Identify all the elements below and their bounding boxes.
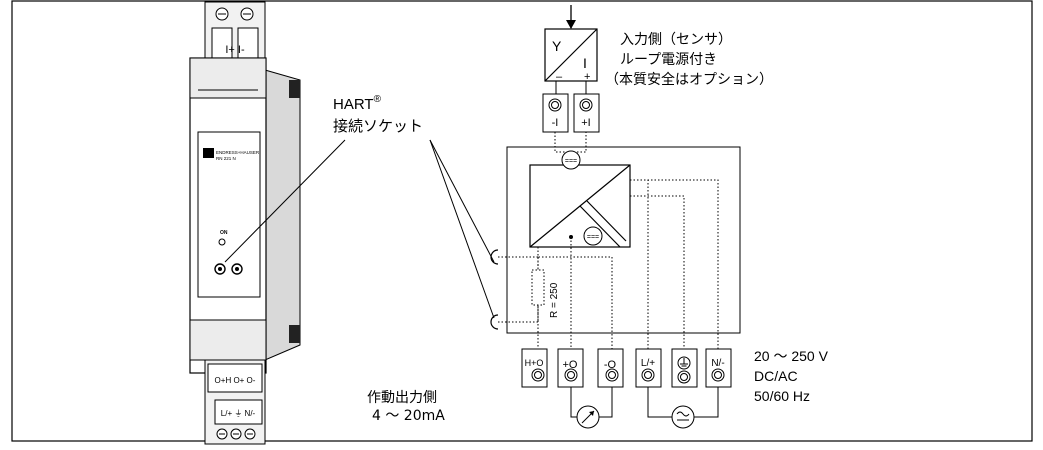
power-terminal-n: N/-	[705, 348, 732, 388]
junction-dot	[569, 235, 573, 239]
svg-text:N/-: N/-	[711, 358, 724, 369]
terminal-slot-row	[214, 399, 263, 425]
top-terminal-labels: I+ I-	[225, 44, 245, 56]
bottom-terminal-labels-2: L/+ ⏚ N/-	[221, 409, 256, 418]
power-loop	[647, 387, 719, 418]
power-terminal-ground	[671, 348, 698, 388]
ac-source-icon	[671, 405, 695, 429]
endress-hauser-logo	[203, 148, 214, 158]
terminal-slot-row	[207, 363, 263, 393]
bottom-screws	[216, 428, 256, 440]
hart-socket-icon	[490, 314, 499, 330]
input-label-3: （本質安全はオプション）	[605, 71, 773, 88]
dc-isolation-icon	[561, 150, 581, 170]
svg-text:+: +	[584, 71, 590, 83]
svg-text:+I: +I	[581, 117, 590, 129]
on-led	[218, 238, 226, 246]
internal-wiring	[498, 132, 719, 349]
housing-side	[264, 69, 301, 361]
housing-top-cap	[189, 57, 267, 99]
side-latch	[289, 325, 300, 343]
svg-text:-O: -O	[604, 359, 617, 371]
leader-line	[429, 139, 495, 319]
output-terminal-minus: -O	[597, 348, 624, 388]
power-terminal-l: L/+	[635, 348, 662, 388]
on-label: ON	[220, 230, 228, 236]
din-rail-device: I+ I- ENDRESS+HAUSER RN 221 N ON O+H O+ …	[189, 1, 301, 445]
dc-symbol: ===	[565, 158, 577, 165]
svg-text:L/+: L/+	[641, 358, 655, 369]
output-terminal-plus: +O	[557, 348, 584, 388]
svg-text:–: –	[556, 71, 563, 83]
power-label-3: 50/60 Hz	[754, 388, 810, 404]
output-terminal-h: H+O	[521, 348, 548, 388]
svg-text:Y: Y	[552, 38, 562, 54]
dc-isolation-icon	[583, 226, 603, 246]
outer-frame	[11, 0, 1033, 442]
output-label-2: 4 ～ 20mA	[372, 408, 445, 424]
hart-socket-icon	[490, 249, 499, 265]
sensor-converter: Y I – +	[544, 28, 598, 83]
hart-socket-label: 接続ソケット	[333, 117, 423, 135]
leader-line	[224, 139, 346, 263]
power-label-1: 20 ～ 250 V	[754, 348, 829, 364]
input-label-2: ループ電源付き	[620, 52, 717, 68]
arrow-head-icon	[566, 20, 576, 29]
front-panel	[197, 131, 261, 298]
leader-line	[429, 139, 495, 263]
resistor-label: R = 250	[549, 282, 560, 318]
isolator-block	[529, 164, 631, 248]
housing-bottom-cap	[189, 319, 267, 361]
brand-label: ENDRESS+HAUSER	[216, 150, 260, 155]
bottom-terminal-labels-1: O+H O+ O-	[215, 376, 256, 385]
output-loop	[570, 387, 613, 418]
hart-label: HART®	[333, 94, 382, 113]
input-terminal-minus: -I	[542, 93, 569, 133]
svg-text:I: I	[583, 55, 587, 71]
side-latch	[289, 80, 300, 98]
svg-text:-I: -I	[552, 117, 559, 129]
svg-text:+O: +O	[563, 359, 578, 371]
output-label-1: 作動出力側	[367, 390, 437, 406]
power-label-2: DC/AC	[754, 368, 798, 384]
input-terminal-plus: +I	[573, 93, 600, 133]
resistor	[531, 269, 545, 306]
model-label: RN 221 N	[216, 156, 236, 161]
input-label-1: 入力側（センサ）	[620, 32, 732, 48]
dc-symbol: ===	[587, 234, 599, 241]
svg-text:H+O: H+O	[525, 358, 544, 368]
